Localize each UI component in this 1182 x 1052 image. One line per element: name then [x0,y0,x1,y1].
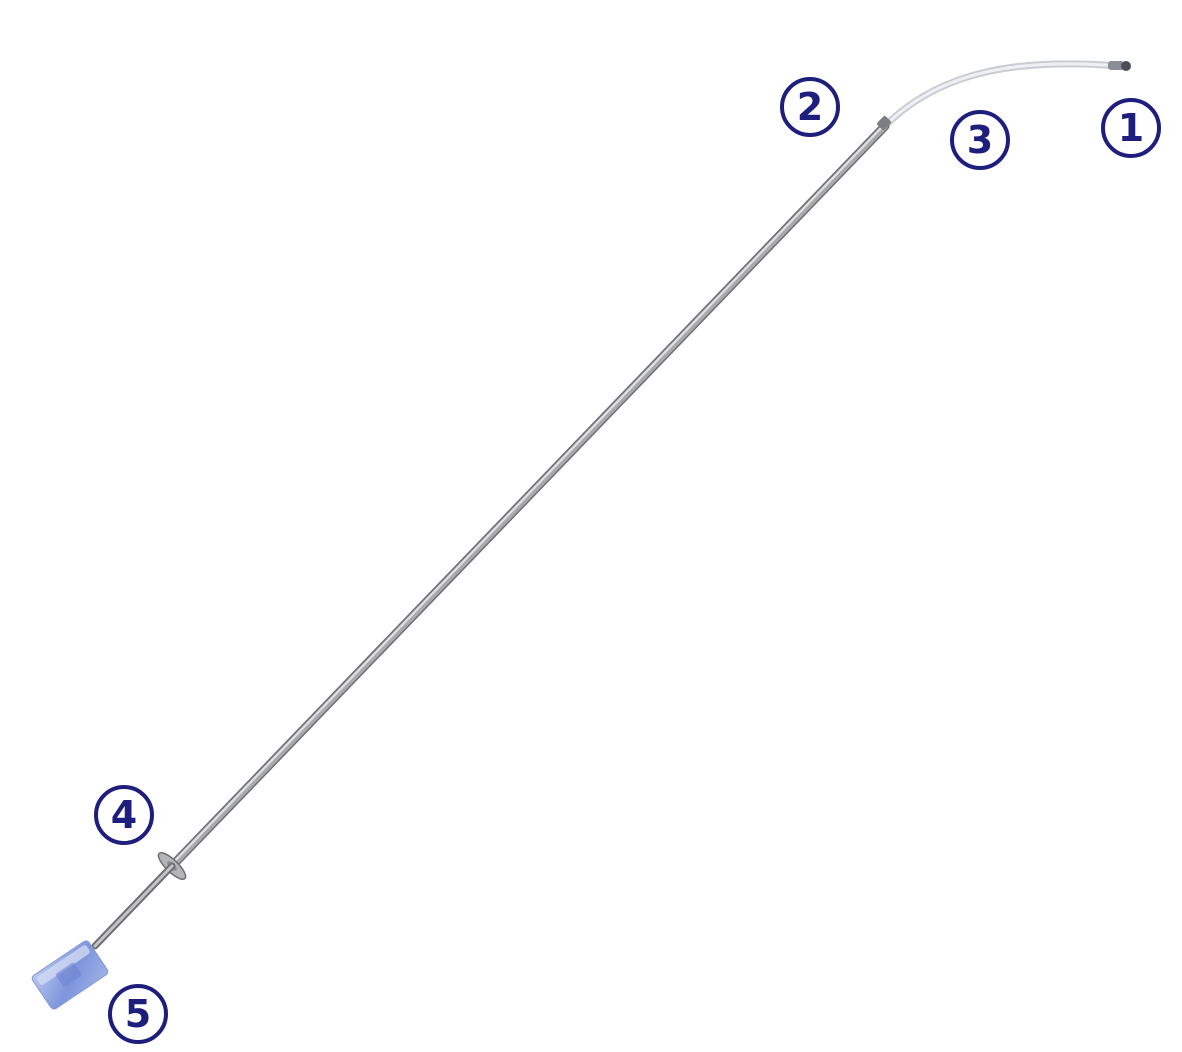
callout-5: 5 [108,984,168,1044]
callout-3-label: 3 [967,118,993,162]
callout-2-label: 2 [797,85,823,129]
callout-2: 2 [780,77,840,137]
callout-5-label: 5 [125,992,151,1036]
callout-3: 3 [950,110,1010,170]
callout-4-label: 4 [111,793,137,837]
callout-1: 1 [1101,98,1161,158]
tip-end [1108,61,1131,71]
callout-1-label: 1 [1118,106,1144,150]
flexible-tip-section [880,60,1124,131]
lower-shaft [91,862,176,950]
steel-shaft [167,116,891,871]
callout-4: 4 [94,785,154,845]
handle [31,940,109,1010]
